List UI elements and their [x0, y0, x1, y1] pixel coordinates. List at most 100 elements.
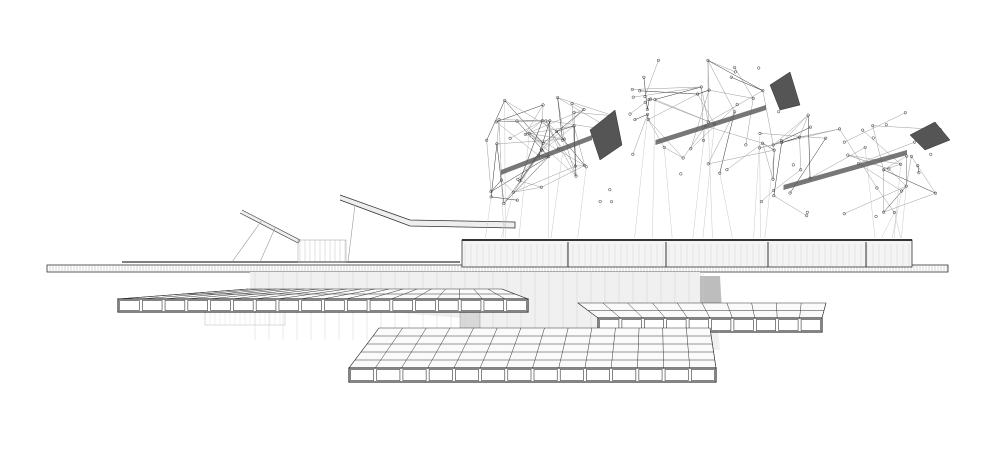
tension-cable — [652, 99, 656, 239]
node — [699, 85, 703, 89]
node — [772, 194, 776, 198]
node — [798, 135, 802, 139]
platform-cell — [187, 300, 208, 311]
node — [631, 95, 635, 99]
node — [916, 164, 920, 168]
node — [527, 131, 531, 136]
node — [515, 119, 519, 123]
platform-grid-col — [300, 288, 361, 300]
cable-strut — [773, 142, 782, 196]
platform-grid-col — [676, 302, 688, 319]
node — [875, 186, 879, 190]
cable-strut — [701, 86, 704, 141]
tension-cable — [634, 114, 648, 239]
roof-strut — [259, 227, 276, 263]
cable-strut — [501, 179, 505, 204]
cable-strut — [697, 89, 710, 95]
tension-cable — [708, 121, 713, 239]
tension-cable — [518, 133, 530, 239]
platform-cell — [376, 369, 401, 381]
cable-strut — [491, 196, 518, 201]
canopy-wing-panel — [769, 71, 801, 111]
platform-right — [577, 302, 827, 333]
node — [900, 189, 904, 193]
node — [633, 118, 637, 122]
node — [646, 118, 650, 122]
cable-strut — [519, 180, 542, 188]
node — [757, 66, 761, 70]
cable-strut — [545, 120, 559, 149]
node — [806, 113, 810, 117]
cable-strut — [888, 168, 907, 187]
node — [628, 112, 632, 116]
tension-cable — [881, 212, 895, 239]
platform-grid-col — [610, 327, 616, 369]
cable-strut — [708, 89, 754, 99]
cable-strut — [762, 90, 775, 151]
tension-cable — [702, 123, 715, 239]
cable-strut — [858, 141, 915, 164]
cable-strut — [719, 111, 735, 174]
platform-cell — [164, 300, 186, 311]
node — [516, 177, 520, 181]
cable-strut — [773, 195, 807, 216]
cable-strut — [538, 120, 551, 156]
node — [903, 111, 907, 115]
platform-grid-col — [348, 327, 380, 369]
terrace-platforms — [117, 288, 827, 383]
node — [494, 120, 498, 124]
cable-strut — [573, 125, 577, 177]
node — [609, 200, 614, 204]
cable-strut — [762, 142, 775, 151]
platform-cell — [507, 369, 532, 381]
platform-cell — [210, 300, 231, 311]
node — [777, 110, 781, 114]
platform-grid-col — [473, 288, 483, 300]
platform-cell — [755, 319, 776, 331]
node — [495, 142, 499, 146]
tension-cable — [485, 196, 492, 239]
platform-grid-col — [709, 327, 717, 369]
node — [909, 154, 914, 158]
cable-strut — [541, 165, 585, 188]
node — [842, 212, 846, 216]
cable-strut — [654, 86, 702, 100]
platform-cell — [612, 369, 637, 381]
platform-grid-col — [637, 327, 640, 369]
platform-grid-col — [602, 302, 621, 319]
node — [689, 147, 693, 151]
node — [758, 146, 762, 150]
node — [733, 70, 737, 74]
node — [646, 112, 650, 116]
roof-screen — [297, 239, 347, 263]
node — [706, 162, 710, 166]
cable-strut — [883, 192, 936, 213]
node — [761, 141, 765, 145]
platform-cell — [438, 300, 459, 311]
cable-strut — [633, 86, 702, 98]
platform-cell — [711, 319, 732, 331]
cable-strut — [573, 125, 585, 166]
platform-cell — [778, 319, 799, 331]
cable-strut — [773, 126, 811, 146]
cable-strut — [807, 115, 811, 179]
cable-strut — [773, 114, 809, 146]
cable-strut — [525, 104, 544, 135]
cable-strut — [529, 133, 565, 140]
cable-strut — [844, 185, 907, 214]
cable-strut — [542, 109, 585, 144]
platform-grid-col — [413, 288, 432, 300]
tension-cable — [550, 139, 565, 239]
platform-grid-col — [577, 302, 599, 319]
node — [645, 107, 649, 112]
cable-strut — [799, 128, 840, 138]
node — [643, 100, 647, 104]
node — [881, 168, 886, 172]
node — [539, 185, 543, 189]
cable-strut — [858, 163, 902, 192]
platform-grid-col — [726, 302, 733, 319]
node — [515, 198, 519, 202]
node — [562, 137, 566, 141]
cable-strut — [911, 156, 936, 194]
platform-grid-col — [686, 327, 691, 369]
